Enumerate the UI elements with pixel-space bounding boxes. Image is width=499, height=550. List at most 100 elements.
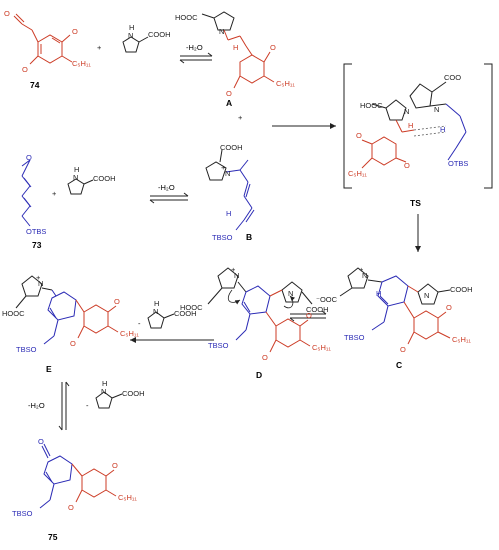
equilibrium-arrow-c-d (289, 310, 327, 322)
cpdD-hooc-label: HOOC (180, 303, 203, 312)
ts-otbs-label: OTBS (448, 159, 468, 168)
proline4-h-label: H (102, 379, 107, 388)
compound-B-structure (205, 149, 255, 231)
ts-o2-label: O (404, 161, 410, 170)
cpdD-n-label: N (234, 271, 239, 280)
cpd75-c5h11-label: C₅H₁₁ (118, 493, 137, 502)
ts-h2-label: H (440, 125, 445, 134)
proline-4-structure (95, 391, 123, 409)
cpdE-plus-label: + (36, 273, 41, 282)
cpdD-tbso-label: TBSO (208, 341, 229, 350)
proline3-nh-label: N (153, 307, 158, 316)
minus-sign-1: - (138, 319, 141, 328)
cpdD-plus-label: + (231, 265, 236, 274)
cpdD-n2-label: N (288, 289, 293, 298)
cpdA-label: A (226, 98, 232, 108)
cpdE-c5h11-label: C₅H₁₁ (120, 329, 139, 338)
cpdE-o2-label: O (70, 339, 76, 348)
ts-o-label: O (356, 131, 362, 140)
cpd75-o2-label: O (112, 461, 118, 470)
ts-coo-label: COO (444, 73, 461, 82)
proline1-nh-label: N (128, 31, 133, 40)
compound-D-structure (207, 267, 313, 353)
proline-2-structure (67, 178, 94, 195)
cpdC-n-label: N (362, 271, 367, 280)
cpdD-c5h11-label: C₅H₁₁ (312, 343, 331, 352)
compound-75-structure (39, 443, 117, 509)
minus-water-3: -H₂O (28, 401, 45, 410)
cpd75-o-label: O (38, 437, 44, 446)
cpdB-n-label: N (225, 169, 230, 178)
proline2-nh-label: N (73, 173, 78, 182)
minus-water-2: -H₂O (158, 183, 175, 192)
compound-E-structure (15, 275, 119, 345)
cpd75-o3-label: O (68, 503, 74, 512)
cpdA-c5h11-label: C₅H₁₁ (276, 79, 295, 88)
cpdC-o-label: O (446, 303, 452, 312)
proline3-h-label: H (154, 299, 159, 308)
cpdE-n-label: N (38, 279, 43, 288)
equilibrium-arrow-e-75 (58, 381, 70, 431)
proline4-nh-label: N (101, 387, 106, 396)
cpdD-cooh-label: COOH (306, 305, 329, 314)
minus-water-1: -H₂O (186, 43, 203, 52)
cpdC-coo-label: ⁻OOC (316, 295, 338, 304)
proline-3-structure (147, 311, 175, 329)
plus-sign-2: + (238, 113, 243, 122)
compound-73-structure (21, 159, 32, 227)
proline-1-structure (122, 36, 149, 53)
cpd74-ome-o-label: O (72, 27, 78, 36)
ts-structure (361, 81, 467, 169)
equilibrium-arrow-2 (149, 192, 189, 204)
proline1-h-label: H (129, 23, 134, 32)
cpdC-tbso-label: TBSO (344, 333, 365, 342)
ts-dashed-interaction (413, 125, 447, 137)
ts-n-label: N (404, 107, 409, 116)
cpdB-h-label: H (226, 209, 231, 218)
cpdA-o-label: O (270, 43, 276, 52)
cpdC-h-label: H (376, 289, 381, 298)
cpd74-o-label: O (4, 9, 10, 18)
cpdE-label: E (46, 364, 52, 374)
cpdD-o-label: O (306, 311, 312, 320)
cpdA-h-label: H (233, 43, 238, 52)
cpdC-label: C (396, 360, 402, 370)
cpdC-o2-label: O (400, 345, 406, 354)
cpd74-c5h11-label: C₅H₁₁ (72, 59, 91, 68)
compound-C-structure (339, 267, 451, 345)
cpd75-tbso-label: TBSO (12, 509, 33, 518)
proline3-cooh-label: COOH (174, 309, 197, 318)
cpdB-label: B (246, 232, 252, 242)
cpdD-label: D (256, 370, 262, 380)
cpd73-o-label: O (26, 153, 32, 162)
cpdC-c5h11-label: C₅H₁₁ (452, 335, 471, 344)
cpdC-plus-label: + (359, 265, 364, 274)
plus-sign-3: + (52, 189, 57, 198)
cpdC-cooh-label: COOH (450, 285, 473, 294)
proline1-cooh-label: COOH (148, 30, 171, 39)
cpd74-label: 74 (30, 80, 40, 90)
cpd74-ome-o2-label: O (22, 65, 28, 74)
cpdB-tbso-label: TBSO (212, 233, 233, 242)
cpd75-label: 75 (48, 532, 58, 542)
cpdB-cooh-label: COOH (220, 143, 243, 152)
cpdC-n2-label: N (424, 291, 429, 300)
proline2-cooh-label: COOH (93, 174, 116, 183)
ts-h-label: H (408, 121, 413, 130)
plus-sign-1: + (97, 43, 102, 52)
cpdD-curly-arrows (227, 289, 296, 309)
equilibrium-arrow-1 (179, 52, 213, 64)
cpdE-tbso-label: TBSO (16, 345, 37, 354)
ts-label: TS (410, 198, 421, 208)
proline2-h-label: H (74, 165, 79, 174)
cpdA-hooc-label: HOOC (175, 13, 198, 22)
ts-brackets (343, 63, 493, 189)
cpdE-o-label: O (114, 297, 120, 306)
ts-c5h11-label: C₅H₁₁ (348, 169, 367, 178)
cpdB-plus-label: + (221, 163, 226, 172)
cpdA-n-label: N (219, 27, 224, 36)
compound-74-structure (13, 13, 73, 65)
minus-sign-2: - (86, 401, 89, 410)
